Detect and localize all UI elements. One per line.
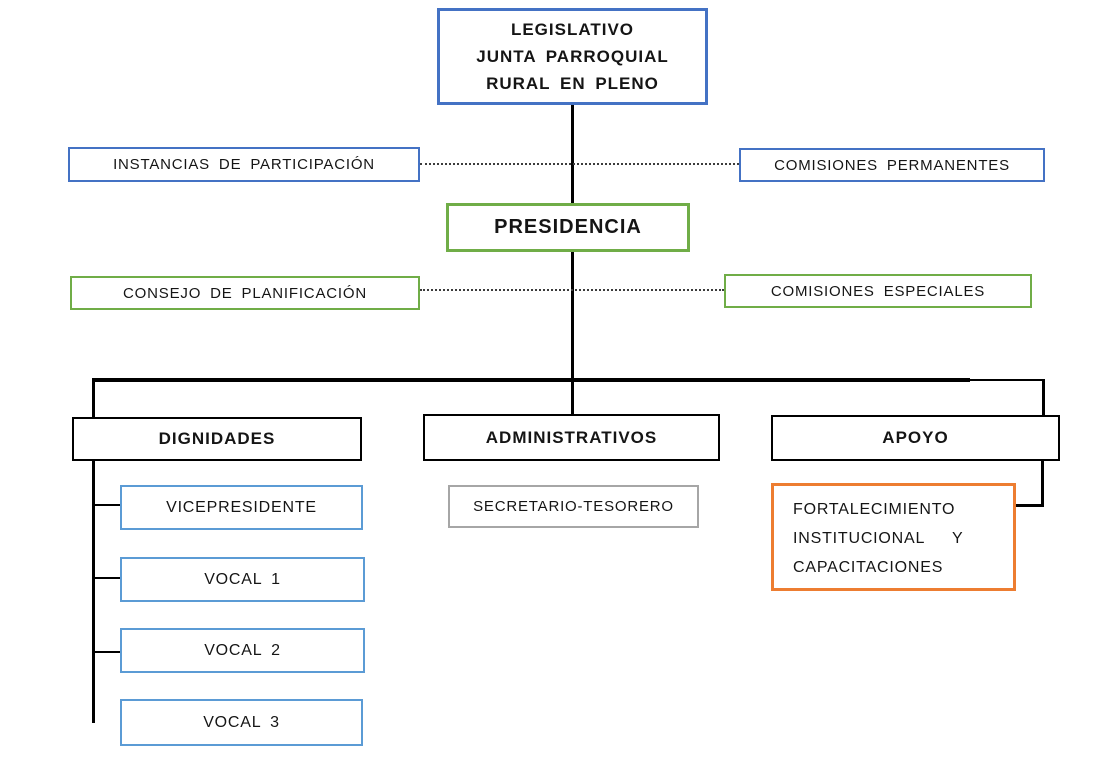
node-vicepresidente: VICEPRESIDENTE (120, 485, 363, 530)
connector-drop-to-dignidades (92, 380, 95, 417)
node-dignidades: DIGNIDADES (72, 417, 362, 461)
node-label-line: CAPACITACIONES (793, 559, 944, 576)
node-label-line: RURAL EN PLENO (486, 74, 659, 93)
node-label: VOCAL 1 (204, 570, 281, 588)
node-vocal-3: VOCAL 3 (120, 699, 363, 746)
connector-main-horizontal (92, 378, 970, 382)
node-presidencia: PRESIDENCIA (446, 203, 690, 252)
connector-dotted-consejo-especiales (420, 289, 724, 291)
node-label: COMISIONES PERMANENTES (774, 156, 1010, 174)
node-comisiones-especiales: COMISIONES ESPECIALES (724, 274, 1032, 308)
node-label: ADMINISTRATIVOS (485, 427, 658, 447)
node-label: VOCAL 2 (204, 641, 281, 659)
node-label-line: LEGISLATIVO (510, 20, 635, 39)
node-label: APOYO (882, 428, 949, 447)
node-label: SECRETARIO-TESORERO (473, 498, 674, 515)
connector-stub-vocal-2 (94, 651, 120, 653)
node-vocal-2: VOCAL 2 (120, 628, 365, 673)
node-label-line: FORTALECIMIENTO (793, 501, 956, 518)
node-legislativo-junta-parroquial: LEGISLATIVO JUNTA PARROQUIAL RURAL EN PL… (437, 8, 708, 105)
node-label: INSTANCIAS DE PARTICIPACIÓN (113, 156, 375, 173)
connector-stub-vocal-1 (94, 577, 120, 579)
connector-presidencia-administrativos (571, 252, 574, 414)
node-label: COMISIONES ESPECIALES (770, 282, 986, 300)
node-label-line: JUNTA PARROQUIAL (476, 47, 669, 66)
node-label: CONSEJO DE PLANIFICACIÓN (123, 284, 367, 302)
node-label-line: INSTITUCIONAL Y (793, 530, 964, 547)
connector-legislativo-presidencia (571, 105, 574, 203)
connector-horizontal-to-apoyo (968, 379, 1045, 381)
connector-drop-to-apoyo (1042, 379, 1045, 416)
node-vocal-1: VOCAL 1 (120, 557, 365, 602)
node-instancias-de-participacion: INSTANCIAS DE PARTICIPACIÓN (68, 147, 420, 182)
node-label: VOCAL 3 (203, 713, 280, 731)
node-secretario-tesorero: SECRETARIO-TESORERO (448, 485, 699, 528)
connector-apoyo-fortalecimiento-vertical (1041, 461, 1044, 506)
connector-dotted-instancias-permanentes (420, 163, 739, 165)
connector-apoyo-fortalecimiento-horizontal (1016, 504, 1044, 507)
node-label: PRESIDENCIA (494, 216, 642, 238)
connector-dignidades-children (92, 461, 95, 723)
node-label: DIGNIDADES (158, 429, 276, 448)
connector-stub-vicepresidente (94, 504, 120, 506)
node-apoyo: APOYO (771, 415, 1060, 461)
node-label: VICEPRESIDENTE (166, 498, 317, 516)
node-consejo-de-planificacion: CONSEJO DE PLANIFICACIÓN (70, 276, 420, 310)
node-fortalecimiento-institucional: FORTALECIMIENTO INSTITUCIONAL Y CAPACITA… (771, 483, 1016, 591)
node-comisiones-permanentes: COMISIONES PERMANENTES (739, 148, 1045, 182)
node-administrativos: ADMINISTRATIVOS (423, 414, 720, 461)
